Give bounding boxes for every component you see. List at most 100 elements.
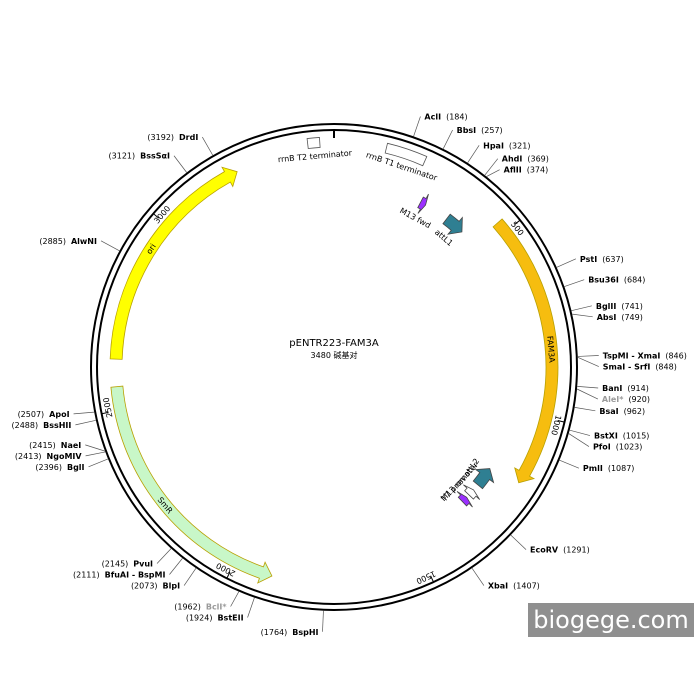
site-name: NgoMIV: [47, 452, 83, 461]
tick-mark: [153, 213, 160, 219]
site-leader: [559, 459, 580, 469]
site-bglii: BglII (741): [571, 302, 643, 312]
site-name: DrdI: [179, 133, 198, 142]
site-position: (920): [628, 395, 650, 404]
feature-arrow: [109, 166, 238, 360]
site-leader: [574, 406, 596, 412]
site-leader: [556, 258, 577, 268]
site-position: (1015): [623, 432, 650, 441]
feature-arrow: [110, 385, 273, 584]
site-alwni: AlwNI(2885): [39, 237, 120, 252]
site-position: (184): [446, 112, 468, 121]
feature-arrow: [463, 484, 481, 500]
site-position: (2145): [102, 560, 129, 569]
site-leader: [577, 386, 599, 389]
tick-mark: [514, 219, 521, 225]
tick-label: 2500: [102, 397, 115, 419]
site-name: BglII: [596, 302, 617, 311]
site-position: (1087): [608, 464, 635, 473]
site-bbsi: BbsI(257): [442, 126, 503, 149]
site-leader: [576, 388, 599, 400]
site-name: BglI: [67, 463, 85, 472]
site-position: (741): [621, 302, 643, 311]
site-ngomiv: NgoMIV(2413): [15, 451, 106, 461]
site-alei-: AleI*(920): [576, 388, 650, 404]
site-acli: AclI(184): [413, 112, 468, 137]
site-name: SmaI - SrfI: [603, 363, 651, 372]
site-name: PstI: [580, 255, 597, 264]
site-bfuai-bspmi: BfuAI - BspMI (2111): [73, 558, 183, 580]
site-bsphi: BspHI(1764): [261, 610, 324, 637]
site-position: (684): [624, 276, 646, 285]
feature-arrow: [456, 491, 473, 508]
site-position: (1023): [616, 443, 643, 452]
site-naei: NaeI(2415): [29, 441, 106, 452]
watermark: biogege.com: [528, 603, 694, 637]
site-tspmi-xmai: TspMI - XmaI (846): [577, 352, 687, 361]
site-bcli-: BclI*(1962): [174, 591, 240, 612]
site-name: BclI*: [206, 603, 228, 612]
tick-mark: [557, 420, 565, 423]
site-leader: [571, 305, 592, 312]
site-position: (2415): [29, 441, 56, 450]
site-leader: [484, 158, 499, 176]
feature-ori: ori: [109, 166, 238, 360]
site-position: (2111): [73, 571, 100, 580]
site-position: (2488): [12, 421, 39, 430]
site-leader: [85, 451, 106, 457]
site-name: ApoI: [49, 410, 69, 419]
site-position: (2396): [35, 463, 62, 472]
site-position: (2073): [131, 582, 158, 591]
backbone-outer-ring: [90, 123, 578, 611]
site-pmli: PmlI(1087): [559, 459, 635, 473]
site-leader: [85, 444, 106, 452]
feature-attl1: attL1: [433, 213, 463, 248]
feature-box: [306, 137, 321, 149]
site-leader: [75, 419, 96, 426]
site-apoi: ApoI (2507): [18, 410, 95, 419]
site-leader: [510, 534, 527, 550]
site-name: BfuAI - BspMI: [105, 571, 166, 580]
site-position: (2507): [18, 410, 45, 419]
site-hpai: HpaI(321): [467, 141, 530, 164]
site-position: (1924): [186, 614, 213, 623]
site-name: BlpI: [163, 582, 181, 591]
site-position: (637): [602, 255, 624, 264]
tick-label: 1500: [415, 569, 437, 586]
site-name: PfoI: [593, 443, 611, 452]
site-leader: [572, 313, 593, 318]
plasmid-backbone: [90, 123, 578, 611]
site-position: (846): [665, 352, 687, 361]
site-leader: [100, 240, 120, 252]
site-leader: [413, 116, 421, 137]
site-leader: [486, 169, 500, 177]
site-name: TspMI - XmaI: [603, 352, 661, 361]
site-ahdi: AhdI(369): [484, 155, 549, 176]
site-leader: [568, 433, 590, 447]
site-leader: [73, 411, 95, 415]
site-name: BstXI: [594, 432, 618, 441]
site-position: (1407): [513, 582, 540, 591]
site-name: PvuI: [133, 560, 153, 569]
site-xbai: XbaI(1407): [471, 568, 540, 591]
site-leader: [322, 610, 324, 632]
site-aflii: AflII(374): [486, 166, 548, 177]
site-position: (1291): [563, 546, 590, 555]
site-leader: [564, 279, 585, 287]
site-name: BssHII: [43, 421, 71, 430]
site-leader: [183, 568, 197, 586]
site-leader: [230, 591, 240, 607]
feature-label: FAM3A: [545, 336, 556, 364]
site-position: (369): [527, 155, 549, 164]
site-position: (3121): [109, 152, 136, 161]
site-ecorv: EcoRV(1291): [510, 534, 590, 555]
plasmid-name: pENTR223-FAM3A: [289, 338, 379, 349]
site-bsu36i: Bsu36I(684): [564, 276, 645, 287]
feature-smr: SmR: [110, 385, 273, 584]
feature-m13-fwd: M13 fwd: [398, 193, 432, 230]
feature-label: M13 fwd: [398, 206, 432, 230]
site-leader: [247, 597, 255, 618]
site-name: AbsI: [597, 313, 617, 322]
